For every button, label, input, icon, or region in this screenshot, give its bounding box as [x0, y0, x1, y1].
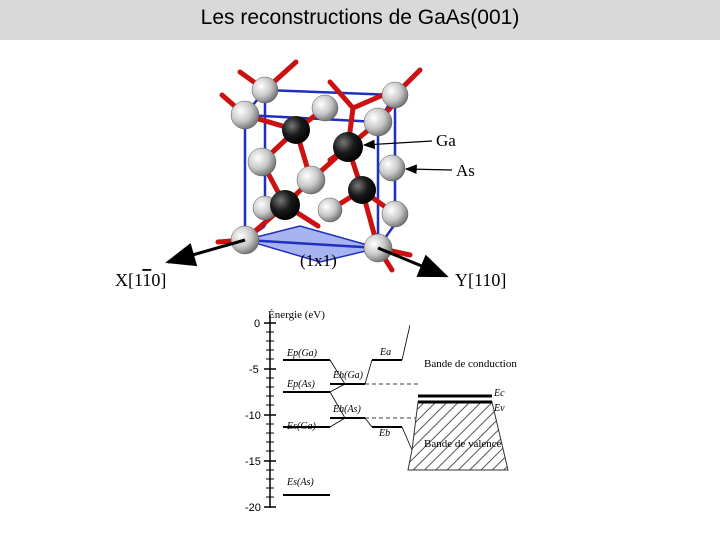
crystal-structure: Ga As (1x1) X[110] Y[110] — [115, 59, 506, 290]
label-ep-as: Ep(As) — [286, 379, 315, 390]
energy-diagram: 0 -5 -10 -15 -20 Énergie (eV) — [245, 309, 517, 514]
axis-x-label: X[110] — [115, 270, 166, 290]
label-eb: Eb — [378, 428, 390, 439]
connector-lines — [329, 324, 413, 451]
title-bar — [0, 0, 720, 40]
as-atom — [378, 154, 406, 182]
dashed-guides — [365, 383, 420, 419]
as-atom — [230, 100, 260, 130]
label-ea: Ea — [379, 347, 391, 358]
label-ev: Ev — [493, 403, 505, 414]
axis-y-label: Y[110] — [455, 270, 506, 290]
ga-pointer — [362, 139, 433, 150]
valence-band — [407, 401, 509, 471]
energy-axis-title: Énergie (eV) — [268, 309, 325, 321]
label-conduction-band: Bande de conduction — [424, 358, 517, 370]
x-axis-arrow — [165, 238, 246, 267]
label-ga: Ga — [436, 131, 456, 150]
slide-title: Les reconstructions de GaAs(001) — [200, 6, 520, 29]
y-tick-4: -20 — [245, 502, 261, 514]
label-ec: Ec — [493, 388, 505, 399]
label-es-ga: Es(Ga) — [286, 421, 317, 432]
as-atom — [311, 94, 339, 122]
label-ep-ga: Ep(Ga) — [286, 348, 318, 359]
y-tick-1: -5 — [249, 364, 259, 376]
as-atoms — [230, 76, 409, 263]
as-atom — [247, 147, 277, 177]
label-surface-cell: (1x1) — [300, 251, 337, 270]
as-atom — [363, 107, 393, 137]
y-tick-0: 0 — [254, 318, 260, 330]
as-atom — [381, 81, 409, 109]
label-eh-as: Eh(As) — [332, 404, 361, 415]
label-as: As — [456, 161, 475, 180]
as-atom — [296, 165, 326, 195]
label-eh-ga: Eh(Ga) — [332, 370, 364, 381]
axis-x-overbar-digit: 1 — [142, 270, 151, 290]
ga-atom — [333, 132, 363, 162]
ga-atom — [348, 176, 376, 204]
y-axis-arrow — [377, 246, 449, 278]
ga-atom — [270, 190, 300, 220]
label-valence-band: Bande de valence — [424, 438, 502, 450]
as-atom — [251, 76, 279, 104]
y-tick-3: -15 — [245, 456, 261, 468]
as-atom — [317, 197, 343, 223]
level-lines — [283, 359, 402, 496]
conduction-band — [410, 325, 515, 384]
label-es-as: Es(As) — [286, 477, 314, 488]
as-pointer — [404, 164, 453, 175]
as-atom — [381, 200, 409, 228]
ga-atoms — [270, 116, 376, 220]
major-ticks — [264, 322, 276, 508]
y-tick-2: -10 — [245, 410, 261, 422]
ga-atom — [282, 116, 310, 144]
minor-ticks — [266, 331, 274, 498]
